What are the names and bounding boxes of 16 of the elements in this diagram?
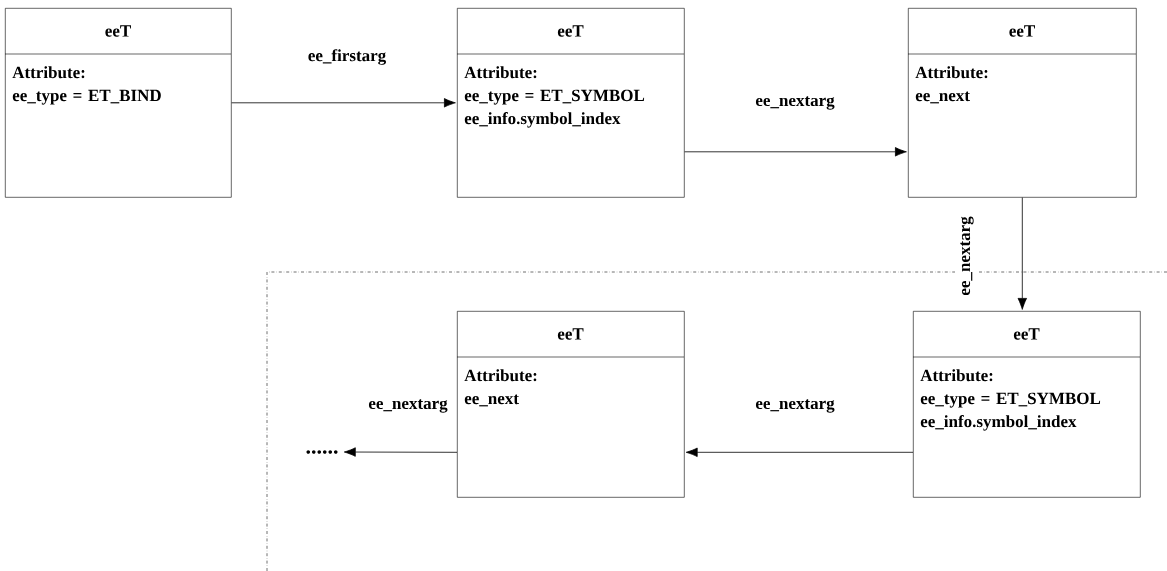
edge-label: ee_nextarg: [959, 215, 975, 297]
arrow: [685, 447, 914, 457]
arrow: [684, 147, 907, 157]
class-box: eeT Attribute: ee_type = ET_SYMBOL ee_info.symbol_index: [912, 311, 1141, 498]
class-box: eeT Attribute: ee_type = ET_BIND: [4, 8, 232, 198]
edge-label: ee_nextarg: [754, 95, 836, 111]
edge-label: ee_nextarg: [754, 398, 836, 414]
arrow: [231, 98, 456, 108]
arrow: [343, 447, 458, 457]
class-box: eeT Attribute: ee_next: [907, 8, 1137, 198]
class-box: eeT Attribute: ee_next: [456, 311, 685, 498]
edge-label: ee_firstarg: [306, 48, 388, 66]
class-box: eeT Attribute: ee_type = ET_SYMBOL ee_info.symbol_index: [456, 8, 685, 198]
ellipsis-text: ......: [306, 450, 338, 454]
arrow: [1017, 197, 1027, 310]
edge-label: ee_nextarg: [367, 398, 449, 414]
